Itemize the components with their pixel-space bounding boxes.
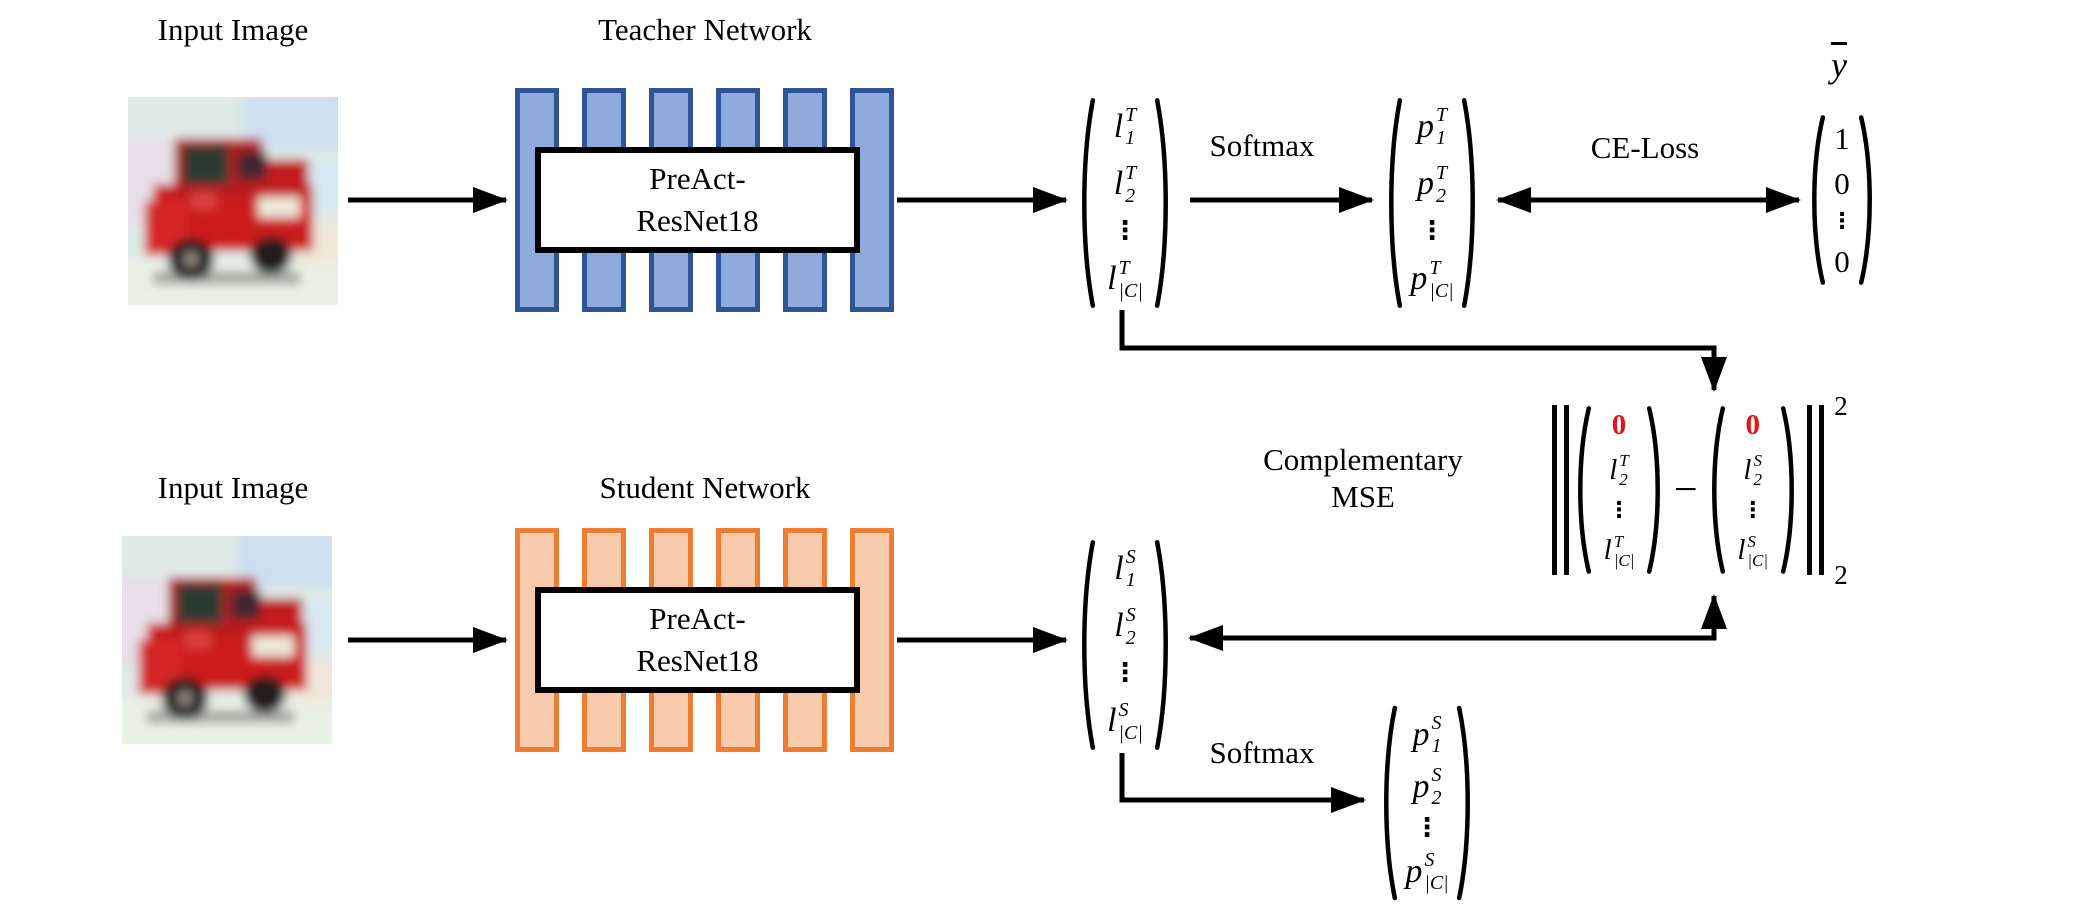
norm-exponent: 2 <box>1834 391 1848 421</box>
paren-close-icon <box>1456 704 1476 902</box>
paren-close-icon <box>1858 114 1878 286</box>
vector-entry: 1 <box>1834 121 1850 156</box>
input-image-label-bottom: Input Image <box>157 470 309 505</box>
student-network-label: Student Network <box>599 470 811 505</box>
teacher-backbone-line1: PreAct- <box>649 161 746 196</box>
paren-close-icon <box>1461 96 1481 310</box>
student-backbone-box: PreAct- ResNet18 <box>535 587 860 693</box>
softmax-label-bottom: Softmax <box>1209 735 1315 770</box>
arrow-teacher-logits-to-mse <box>1119 310 1727 392</box>
minus-sign: − <box>1674 467 1698 513</box>
vertical-ellipsis: ⋮ <box>1112 216 1138 247</box>
teacher-backbone-line2: ResNet18 <box>636 203 759 238</box>
teacher-backbone-box: PreAct- ResNet18 <box>535 147 860 253</box>
complementary-mse-line2: MSE <box>1331 479 1395 514</box>
onehot-label-vector: 1 0 ⋮ 0 <box>1806 114 1878 286</box>
arrow-mse-to-student-logits <box>1188 594 1727 651</box>
masked-zero-entry: 0 <box>1745 409 1760 441</box>
paren-close-icon <box>1780 405 1800 575</box>
input-image-label-top: Input Image <box>157 12 309 47</box>
vector-entry: 0 <box>1834 165 1850 201</box>
ce-loss-label: CE-Loss <box>1590 130 1700 165</box>
vertical-ellipsis: ⋮ <box>1419 216 1445 247</box>
input-image-car-bottom <box>122 536 332 744</box>
input-image-car-top <box>128 97 338 305</box>
student-backbone-line2: ResNet18 <box>636 643 759 678</box>
norm-double-bar-right: 2 2 <box>1806 391 1848 590</box>
ground-truth-ybar-label: y <box>1831 45 1847 85</box>
norm-order: 2 <box>1834 560 1848 590</box>
paren-open-icon <box>1076 538 1096 752</box>
vertical-ellipsis: ⋮ <box>1741 497 1764 523</box>
norm-double-bar-left <box>1552 405 1569 575</box>
paren-open-icon <box>1076 96 1096 310</box>
paren-close-icon <box>1154 538 1174 752</box>
paren-open-icon <box>1378 704 1398 902</box>
student-backbone-line1: PreAct- <box>649 601 746 636</box>
vertical-ellipsis: ⋮ <box>1414 813 1440 844</box>
paren-close-icon <box>1646 405 1666 575</box>
vertical-ellipsis: ⋮ <box>1112 658 1138 689</box>
vector-entry: 0 <box>1834 244 1850 279</box>
softmax-label-top: Softmax <box>1209 128 1315 163</box>
complementary-mse-line1: Complementary <box>1263 442 1463 477</box>
paren-open-icon <box>1383 96 1403 310</box>
vertical-ellipsis: ⋮ <box>1831 209 1853 235</box>
vertical-ellipsis: ⋮ <box>1608 497 1630 523</box>
paren-open-icon <box>1706 405 1726 575</box>
paren-open-icon <box>1806 114 1826 286</box>
teacher-network-label: Teacher Network <box>598 12 812 47</box>
masked-zero-entry: 0 <box>1611 409 1627 441</box>
paren-open-icon <box>1572 405 1592 575</box>
paren-close-icon <box>1154 96 1174 310</box>
complementary-mse-label: Complementary MSE <box>1246 441 1480 515</box>
